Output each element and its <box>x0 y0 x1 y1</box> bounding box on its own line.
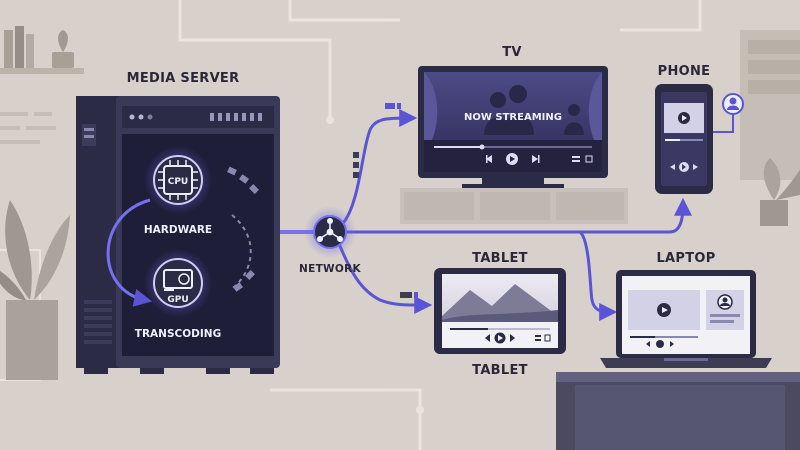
gpu-label: GPU <box>167 295 188 305</box>
data-packets <box>353 103 418 298</box>
tablet-title: TABLET <box>472 251 528 266</box>
link-network-to-laptop <box>578 230 618 321</box>
tablet-playback-controls <box>485 332 551 344</box>
laptop-title: LAPTOP <box>656 251 715 266</box>
hardware-label: HARDWARE <box>144 224 212 236</box>
cpu-icon: CPU <box>158 160 198 200</box>
tv-scene-figures <box>484 85 584 135</box>
user-avatar-icon <box>722 93 744 115</box>
tablet-device: TABLET TABLET <box>434 251 566 378</box>
network-hub: NETWORK <box>299 206 362 275</box>
laptop-user-icon <box>717 294 733 310</box>
tv-title: TV <box>502 45 522 60</box>
tv-playback-controls <box>486 153 593 165</box>
media-server-title: MEDIA SERVER <box>127 71 240 86</box>
tv-device: TV NOW STREAMING <box>418 45 608 188</box>
gpu-icon: GPU <box>163 269 193 305</box>
link-network-to-phone <box>343 197 692 234</box>
cpu-label: CPU <box>168 177 189 187</box>
transcoding-label: TRANSCODING <box>135 328 221 340</box>
phone-device: PHONE <box>655 64 744 194</box>
laptop-device: LAPTOP <box>600 251 772 368</box>
link-network-to-tablet <box>338 244 433 315</box>
network-icon <box>316 218 343 243</box>
tv-screen-text: NOW STREAMING <box>464 112 562 123</box>
tablet-caption: TABLET <box>472 363 528 378</box>
network-label: NETWORK <box>299 263 362 275</box>
phone-title: PHONE <box>658 64 711 79</box>
media-server: MEDIA SERVER <box>76 71 280 374</box>
link-network-to-tv <box>342 109 418 224</box>
